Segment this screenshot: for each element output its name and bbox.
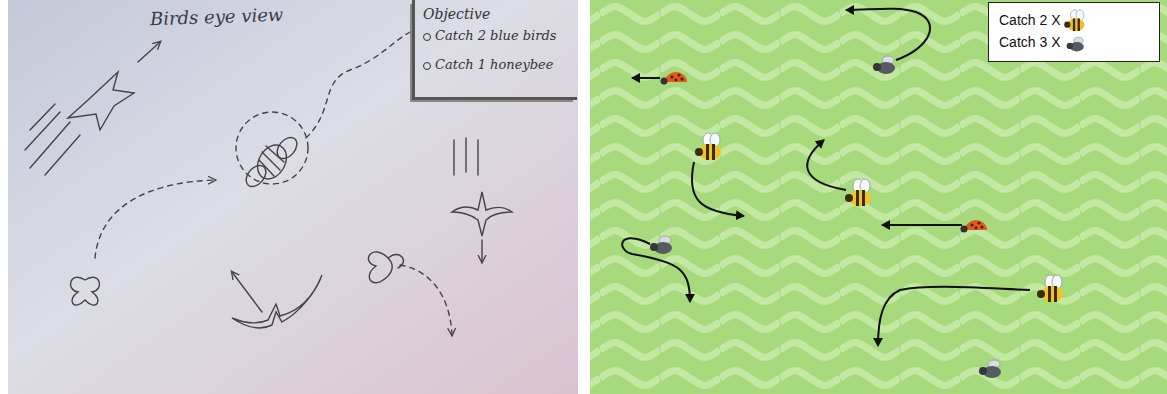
- objective-item: Catch 2 blue birds: [423, 28, 569, 43]
- movement-arrows: [622, 9, 1030, 346]
- insect-icon: [1064, 31, 1088, 53]
- objective-box: ObjectiveCatch 2 blue birdsCatch 1 honey…: [412, 0, 577, 100]
- goal-row: Catch 3 X: [999, 31, 1149, 53]
- insects: [650, 56, 1063, 378]
- hand-sketch: [25, 32, 512, 335]
- bullet-circle: [423, 33, 431, 41]
- paper-photo: [8, 0, 578, 394]
- objective-item: Catch 1 honeybee: [423, 57, 569, 72]
- goal-box: Catch 2 X Catch 3 X: [988, 2, 1160, 62]
- bullet-circle: [423, 62, 431, 70]
- goal-row: Catch 2 X: [999, 9, 1149, 31]
- objective-heading: Objective: [423, 6, 569, 22]
- goal-text: Catch 2 X: [999, 12, 1060, 28]
- goal-text: Catch 3 X: [999, 34, 1060, 50]
- insect-icon: [1064, 9, 1088, 31]
- grass-field: [590, 0, 1167, 394]
